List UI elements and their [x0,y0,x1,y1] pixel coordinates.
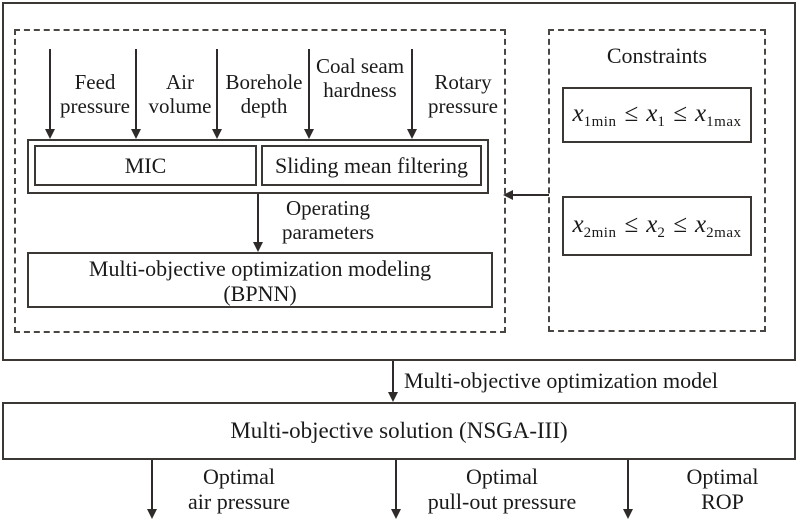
input-arrow-line-coal-seam-hardness [308,49,310,131]
input-label-feed-pressure: Feed pressure [60,70,130,118]
model-arrow-label: Multi-objective optimization model [404,368,719,393]
output-label-line2: air pressure [187,489,290,514]
arrow-down-icon [407,129,417,139]
arrow-down-icon [388,392,398,402]
sliding-mean-filtering-box: Sliding mean filtering [261,145,482,186]
constraints-dashed-group [548,29,766,332]
constraint-1-expression: x1min≤x1≤x1max [573,100,742,131]
output-label-line1: Optimal [202,464,276,489]
constraints-arrow-line [512,194,549,196]
arrow-down-icon [623,509,633,519]
constraint-sub: 2 [657,224,666,241]
arrow-left-icon [503,190,513,200]
leq-symbol: ≤ [624,99,639,127]
input-arrow-line-air-volume [135,49,137,131]
sliding-mean-filtering-label: Sliding mean filtering [274,152,469,178]
nsga-solution-box: Multi-objective solution (NSGA-III) [2,402,796,460]
input-label-rotary-pressure: Rotary pressure [428,70,498,118]
constraint-var: x [646,210,658,238]
arrow-down-icon [304,129,314,139]
input-label-coal-seam-hardness: Coal seam hardness [315,54,405,102]
constraint-sub: 1 [657,113,666,130]
leq-symbol: ≤ [624,210,639,238]
data-processing-dashed-group [14,29,506,333]
constraint-sub: 1min [583,113,617,130]
constraint-var: x [695,99,707,127]
bpnn-label-line1: Multi-objective optimization modeling [88,256,432,281]
output-arrow-line-air-pressure [151,460,153,510]
input-arrow-line-rotary-pressure [411,49,413,131]
constraint-var: x [695,210,707,238]
output-label-pull-out-pressure: Optimal pull-out pressure [416,464,588,514]
output-label-air-pressure: Optimal air pressure [168,464,310,514]
output-label-rop: Optimal ROP [650,464,795,514]
output-arrow-line-pull-out-pressure [395,460,397,510]
constraint-var: x [646,99,658,127]
arrow-down-icon [131,129,141,139]
nsga-solution-label: Multi-objective solution (NSGA-III) [230,418,568,443]
arrow-down-icon [391,509,401,519]
output-label-line1: Optimal [686,464,759,489]
constraint-sub: 1max [706,113,742,130]
arrow-down-icon [45,129,55,139]
constraint-box-2: x2min≤x2≤x2max [562,196,752,256]
input-arrow-line-feed-pressure [49,49,51,131]
operating-parameters-label: Operating parameters [281,196,375,244]
input-label-air-volume: Air volume [148,70,212,118]
bpnn-label-line2: (BPNN) [223,281,297,306]
leq-symbol: ≤ [673,210,688,238]
arrow-down-icon [253,242,263,252]
input-label-borehole-depth: Borehole depth [225,70,303,118]
constraint-var: x [572,210,584,238]
mic-label: MIC [124,152,167,178]
input-arrow-line-borehole-depth [216,49,218,131]
operating-parameters-arrow-line [257,194,259,243]
constraint-2-expression: x2min≤x2≤x2max [573,211,742,242]
bpnn-box: Multi-objective optimization modeling (B… [27,252,493,308]
output-label-line2: ROP [701,489,744,514]
output-arrow-line-rop [627,460,629,510]
model-arrow-line [392,361,394,393]
output-label-line2: pull-out pressure [427,489,577,514]
constraint-var: x [572,99,584,127]
constraint-sub: 2min [583,224,617,241]
output-label-line1: Optimal [465,464,539,489]
leq-symbol: ≤ [673,99,688,127]
constraint-sub: 2max [706,224,742,241]
constraint-box-1: x1min≤x1≤x1max [562,87,752,143]
arrow-down-icon [147,509,157,519]
arrow-down-icon [212,129,222,139]
mic-box: MIC [34,145,257,186]
constraints-title: Constraints [606,43,708,68]
